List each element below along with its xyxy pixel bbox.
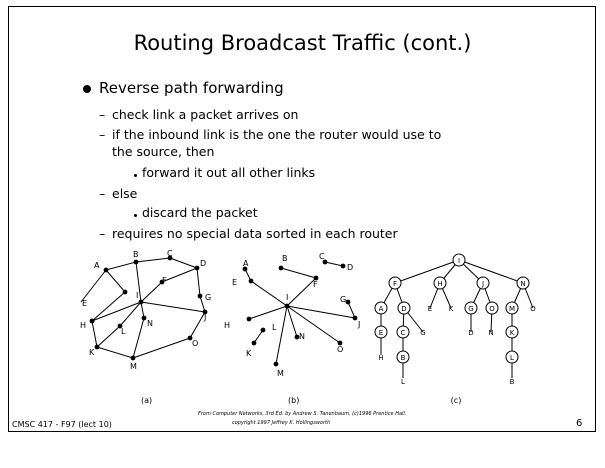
svg-text:B: B	[510, 378, 515, 386]
sub-sub-marker	[134, 214, 137, 217]
svg-text:K: K	[89, 348, 95, 357]
svg-text:N: N	[520, 280, 525, 288]
svg-text:E: E	[428, 305, 432, 313]
sub-sub-item: discard the packet	[142, 205, 258, 220]
svg-text:C: C	[319, 252, 325, 261]
svg-text:G: G	[420, 329, 425, 337]
tree-c-nodes	[374, 253, 530, 364]
svg-text:K: K	[449, 305, 454, 313]
svg-text:G: G	[205, 293, 211, 302]
svg-text:D: D	[401, 305, 406, 313]
sub-item-continuation: the source, then	[112, 144, 215, 159]
svg-text:F: F	[162, 276, 167, 285]
svg-text:O: O	[530, 305, 536, 313]
svg-text:L: L	[510, 354, 514, 362]
svg-text:O: O	[192, 339, 198, 348]
credit-line: From Computer Networks, 3rd Ed. by Andre…	[198, 411, 407, 417]
dash-marker: –	[99, 107, 106, 122]
svg-text:J: J	[357, 320, 360, 329]
svg-text:I: I	[286, 293, 288, 302]
svg-text:F: F	[313, 280, 318, 289]
svg-text:H: H	[437, 280, 442, 288]
svg-text:K: K	[510, 329, 515, 337]
dash-marker: –	[99, 186, 106, 201]
slide-frame	[8, 6, 596, 432]
dash-marker: –	[99, 127, 106, 142]
svg-text:J: J	[203, 313, 206, 322]
svg-text:A: A	[243, 259, 249, 268]
graph-b-nodes	[242, 259, 358, 367]
svg-text:K: K	[246, 349, 252, 358]
svg-text:J: J	[481, 280, 484, 288]
svg-text:L: L	[272, 323, 277, 332]
svg-text:N: N	[299, 332, 305, 341]
graph-b	[244, 261, 356, 365]
svg-text:N: N	[488, 329, 493, 337]
svg-text:L: L	[121, 327, 126, 336]
svg-text:M: M	[509, 305, 515, 313]
svg-text:E: E	[232, 278, 237, 287]
svg-text:N: N	[147, 319, 153, 328]
svg-text:D: D	[347, 263, 353, 272]
svg-text:M: M	[277, 369, 284, 378]
svg-text:(a): (a)	[141, 396, 152, 405]
svg-text:(b): (b)	[288, 396, 299, 405]
sub-item: else	[112, 186, 138, 201]
svg-text:E: E	[379, 329, 383, 337]
sub-sub-marker	[134, 174, 137, 177]
sub-item: check link a packet arrives on	[112, 107, 299, 122]
svg-text:H: H	[378, 354, 383, 362]
dash-marker: –	[99, 226, 106, 241]
copyright-line: copyright 1997 Jeffrey K. Hollingsworth	[232, 420, 331, 426]
svg-text:G: G	[468, 305, 473, 313]
svg-text:G: G	[340, 295, 346, 304]
svg-text:I: I	[136, 291, 138, 300]
svg-text:O: O	[337, 345, 343, 354]
svg-text:I: I	[458, 257, 460, 265]
svg-text:H: H	[80, 321, 86, 330]
svg-text:A: A	[94, 261, 100, 270]
svg-text:A: A	[379, 305, 384, 313]
page-number: 6	[576, 418, 583, 429]
sub-item: if the inbound link is the one the route…	[112, 127, 442, 142]
sub-sub-item: forward it out all other links	[142, 165, 316, 180]
svg-text:B: B	[133, 250, 139, 259]
svg-text:M: M	[130, 362, 137, 371]
svg-text:B: B	[401, 354, 406, 362]
svg-text:E: E	[82, 299, 87, 308]
bullet-marker	[83, 85, 91, 93]
course-footer: CMSC 417 - F97 (lect 10)	[12, 420, 112, 429]
svg-text:D: D	[468, 329, 473, 337]
slide-title: Routing Broadcast Traffic (cont.)	[133, 31, 472, 55]
svg-text:C: C	[401, 329, 406, 337]
sub-item: requires no special data sorted in each …	[112, 226, 398, 241]
svg-text:L: L	[401, 378, 405, 386]
svg-text:O: O	[489, 305, 495, 313]
svg-text:C: C	[167, 249, 173, 258]
svg-text:B: B	[282, 254, 288, 263]
graph-a	[80, 257, 206, 359]
svg-text:D: D	[200, 259, 206, 268]
graph-a-nodes	[89, 255, 208, 361]
svg-text:(c): (c)	[451, 396, 462, 405]
svg-text:F: F	[393, 280, 397, 288]
svg-text:H: H	[224, 321, 230, 330]
bullet-heading: Reverse path forwarding	[99, 79, 284, 97]
